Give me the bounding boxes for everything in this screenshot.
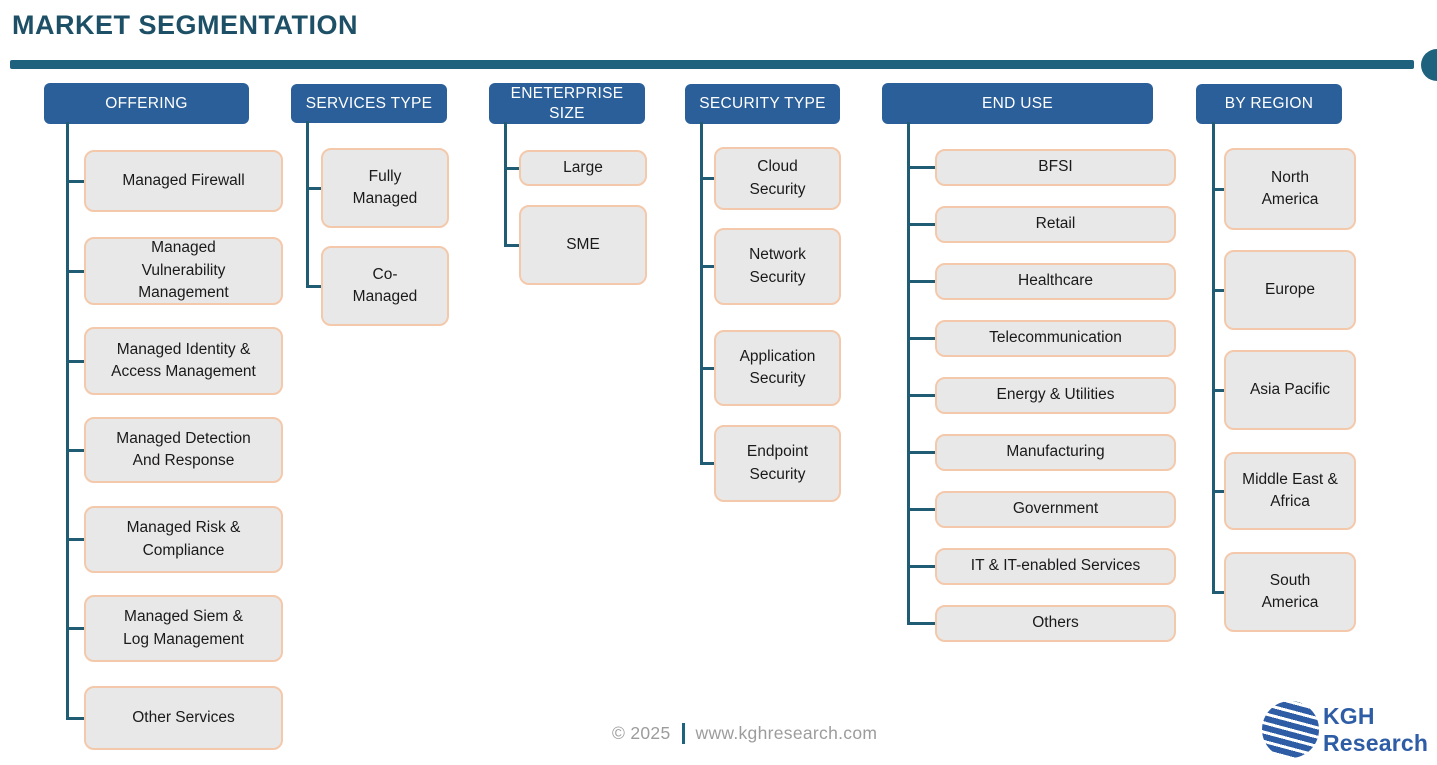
segment-node: Energy & Utilities	[935, 377, 1176, 414]
connector-branch	[66, 716, 84, 720]
connector-branch	[907, 622, 935, 625]
connector-branch	[1212, 187, 1224, 191]
segment-node: Managed Detection And Response	[84, 417, 283, 483]
connector-trunk-by-region	[1212, 122, 1215, 594]
connector-trunk-enterprise-size	[504, 122, 507, 247]
segment-node: Government	[935, 491, 1176, 528]
column-header-enterprise-size: ENETERPRISE SIZE	[489, 83, 645, 124]
segment-node: Application Security	[714, 330, 841, 406]
segment-node: Healthcare	[935, 263, 1176, 300]
connector-branch	[306, 284, 321, 288]
connector-branch	[700, 265, 714, 268]
website-text: www.kghresearch.com	[695, 722, 878, 743]
connector-branch	[1212, 288, 1224, 292]
segment-node: Telecommunication	[935, 320, 1176, 357]
connector-branch	[907, 394, 935, 397]
segment-node: IT & IT-enabled Services	[935, 548, 1176, 585]
column-header-end-use: END USE	[882, 83, 1153, 124]
connector-branch	[907, 223, 935, 226]
column-header-services-type: SERVICES TYPE	[291, 84, 447, 123]
connector-branch	[700, 366, 714, 370]
connector-trunk-offering	[66, 122, 69, 720]
connector-branch	[907, 565, 935, 568]
connector-branch	[306, 186, 321, 190]
connector-branch	[504, 166, 519, 170]
connector-branch	[66, 448, 84, 452]
logo-line1: KGH	[1323, 703, 1375, 730]
segment-node: Network Security	[714, 228, 841, 305]
connector-branch	[907, 337, 935, 340]
connector-branch	[700, 462, 714, 465]
segment-node: Managed Identity & Access Management	[84, 327, 283, 395]
page-title: MARKET SEGMENTATION	[12, 10, 358, 40]
segment-node: Manufacturing	[935, 434, 1176, 471]
segment-node: Asia Pacific	[1224, 350, 1356, 430]
globe-icon	[1262, 701, 1319, 758]
segment-node: Managed Risk & Compliance	[84, 506, 283, 573]
connector-branch	[66, 359, 84, 363]
segment-node: Other Services	[84, 686, 283, 750]
connector-branch	[66, 627, 84, 630]
segment-node: Fully Managed	[321, 148, 449, 228]
segment-node: Large	[519, 150, 647, 186]
logo-text: KGH Research	[1323, 703, 1428, 756]
logo-line2: Research	[1323, 729, 1429, 756]
connector-branch	[1212, 388, 1224, 392]
connector-branch	[907, 508, 935, 511]
column-header-offering: OFFERING	[44, 83, 249, 124]
connector-trunk-services-type	[306, 121, 309, 288]
segment-node: Co-Managed	[321, 246, 449, 326]
footer-separator	[681, 722, 685, 744]
connector-branch	[66, 179, 84, 183]
segment-node: Managed Vulnerability Management	[84, 237, 283, 305]
divider-end-dot	[1421, 49, 1437, 81]
segment-node: Middle East & Africa	[1224, 452, 1356, 530]
connector-branch	[1212, 590, 1224, 594]
connector-branch	[700, 177, 714, 180]
connector-branch	[907, 280, 935, 283]
segment-node: Managed Firewall	[84, 150, 283, 212]
title-divider-bar	[10, 60, 1414, 69]
connector-trunk-end-use	[907, 122, 910, 625]
segment-node: Europe	[1224, 250, 1356, 330]
segment-node: North America	[1224, 148, 1356, 230]
column-header-security-type: SECURITY TYPE	[685, 84, 840, 124]
connector-branch	[907, 166, 935, 169]
footer: © 2025 www.kghresearch.com	[612, 720, 877, 746]
segment-node: Cloud Security	[714, 147, 841, 210]
connector-branch	[907, 451, 935, 454]
segment-node: South America	[1224, 552, 1356, 632]
segment-node: BFSI	[935, 149, 1176, 186]
connector-trunk-security-type	[700, 122, 703, 465]
connector-branch	[66, 538, 84, 541]
connector-branch	[1212, 489, 1224, 493]
kgh-research-logo: KGH Research	[1262, 701, 1428, 758]
segment-node: Others	[935, 605, 1176, 642]
segment-node: Managed Siem & Log Management	[84, 595, 283, 662]
segment-node: Retail	[935, 206, 1176, 243]
copyright-text: © 2025	[612, 722, 671, 743]
column-header-by-region: BY REGION	[1196, 84, 1342, 124]
connector-branch	[504, 243, 519, 247]
segment-node: Endpoint Security	[714, 425, 841, 502]
connector-branch	[66, 269, 84, 273]
segment-node: SME	[519, 205, 647, 285]
